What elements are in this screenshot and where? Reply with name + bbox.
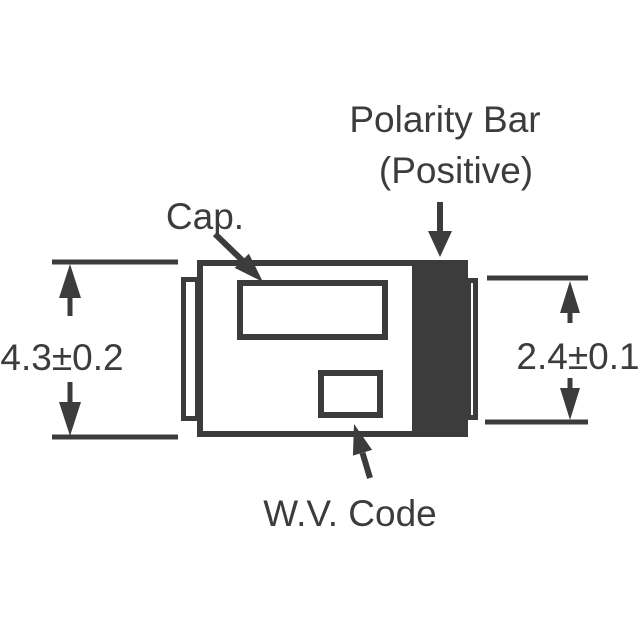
left-dimension-arrow-down-head xyxy=(59,402,81,436)
wv-code-pointer-line xyxy=(359,451,373,479)
cap-pointer-head xyxy=(234,253,263,282)
cap-pointer-line xyxy=(212,231,247,265)
left-dimension-arrow-up-head xyxy=(59,264,81,298)
wv-code-label: W.V. Code xyxy=(263,493,436,534)
body-height-dimension-value: 4.3±0.2 xyxy=(0,337,123,378)
polarity-bar-pointer-head xyxy=(428,231,452,257)
right-terminal xyxy=(466,278,478,420)
polarity-bar xyxy=(412,260,468,437)
polarity-bar-label-line2: (Positive) xyxy=(379,150,533,191)
right-dimension-arrow-up-head xyxy=(560,281,580,313)
right-dimension-arrow-down-head xyxy=(560,388,580,420)
left-terminal xyxy=(181,277,200,421)
cap-label: Cap. xyxy=(166,196,244,237)
terminal-height-dimension-value: 2.4±0.1 xyxy=(516,336,639,377)
cap-marking-box xyxy=(237,280,388,340)
wv-code-pointer-head xyxy=(352,424,373,456)
wv-code-box xyxy=(318,370,383,418)
polarity-bar-label-line1: Polarity Bar xyxy=(349,99,540,140)
